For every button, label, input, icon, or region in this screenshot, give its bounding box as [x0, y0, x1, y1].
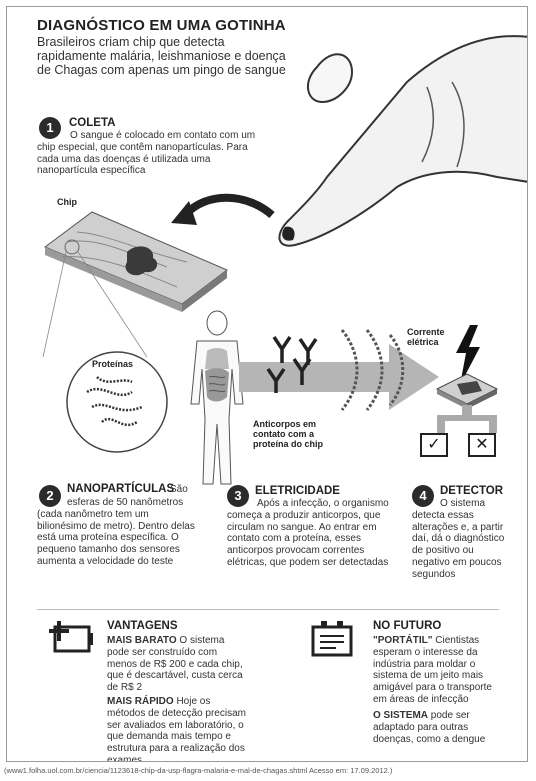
futuro-item-1-text: Cientistas esperam o interesse da indúst…	[373, 635, 492, 705]
page-title: DIAGNÓSTICO EM UMA GOTINHA	[37, 17, 286, 34]
battery-plus-icon	[49, 621, 93, 653]
antibodies-illustration	[266, 336, 318, 393]
curved-arrow	[171, 193, 275, 225]
electric-currents	[340, 329, 405, 411]
step-3-text: Após a infecção, o organismo começa a pr…	[227, 498, 389, 568]
human-body-illustration	[190, 310, 244, 485]
source-citation: (www1.folha.uol.com.br/ciencia/1123618-c…	[4, 766, 393, 775]
step-2-lead: São	[170, 484, 188, 495]
vantagens-item-1-text: O sistema pode ser construído com menos …	[107, 635, 243, 694]
vantagens-title: VANTAGENS	[107, 620, 178, 632]
finger-illustration	[278, 35, 527, 247]
proteins-magnified	[66, 351, 168, 453]
step-3-number: 3	[227, 485, 249, 507]
futuro-item-1-head: "PORTÁTIL"	[373, 635, 433, 646]
result-connector	[437, 405, 497, 433]
step-4-title: DETECTOR	[440, 485, 504, 497]
vantagens-item-2: MAIS RÁPIDO Hoje os métodos de detecção …	[107, 696, 247, 762]
step-1-text: O sangue é colocado em contato com um ch…	[37, 130, 256, 177]
antibodies-label: Anticorpos em contato com a proteína do …	[253, 419, 324, 449]
positive-check-icon: ✓	[420, 433, 448, 457]
step-3-title: ELETRICIDADE	[255, 485, 340, 497]
infographic-frame: DIAGNÓSTICO EM UMA GOTINHA Brasileiros c…	[6, 6, 528, 762]
step-1-number: 1	[39, 117, 61, 139]
step-1-title: COLETA	[69, 117, 116, 129]
current-label: Corrente elétrica	[407, 327, 445, 347]
vantagens-item-1-head: MAIS BARATO	[107, 635, 177, 646]
proteins-label: Proteínas	[92, 359, 134, 369]
step-2-number: 2	[39, 485, 61, 507]
step-2-text: esferas de 50 nanômetros (cada nanômetro…	[37, 497, 195, 567]
step-4-number: 4	[412, 485, 434, 507]
vantagens-item-2-text: Hoje os métodos de detecção precisam ser…	[107, 696, 246, 762]
futuro-item-2-head: O SISTEMA	[373, 710, 429, 721]
futuro-title: NO FUTURO	[373, 620, 442, 632]
detector-chip	[435, 373, 499, 409]
section-divider	[37, 609, 499, 610]
lightning-icon	[456, 325, 480, 385]
flow-arrow	[239, 344, 439, 410]
vantagens-item-1: MAIS BARATO O sistema pode ser construíd…	[107, 635, 247, 694]
device-icon	[311, 621, 353, 657]
chip-illustration	[42, 211, 228, 358]
negative-x-icon: ✕	[468, 433, 496, 457]
futuro-item-2: O SISTEMA pode ser adaptado para outras …	[373, 710, 503, 745]
page-subtitle: Brasileiros criam chip que detecta rapid…	[37, 35, 286, 77]
futuro-item-1: "PORTÁTIL" Cientistas esperam o interess…	[373, 635, 503, 706]
step-2-title: NANOPARTÍCULAS	[67, 483, 175, 495]
chip-label: Chip	[57, 197, 77, 207]
futuro-item-2-text: pode ser adaptado para outras doenças, c…	[373, 710, 486, 745]
step-4-text: O sistema detecta essas alterações e, a …	[412, 498, 505, 580]
vantagens-item-2-head: MAIS RÁPIDO	[107, 696, 174, 707]
